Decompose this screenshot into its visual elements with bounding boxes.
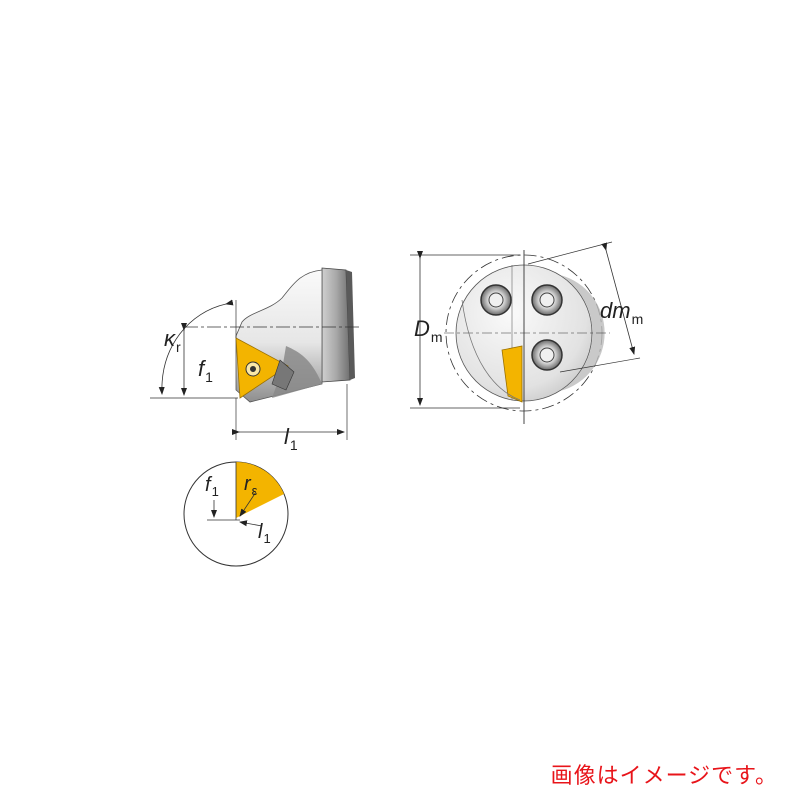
- front-view: Dm dmm: [410, 241, 643, 424]
- dm-big-label: Dm: [414, 316, 443, 345]
- tip-detail-view: f1 rε l1: [183, 461, 289, 567]
- kappa-r-angle-arc: [158, 299, 234, 395]
- holder-flange-groove: [346, 270, 355, 380]
- detail-r-arrow: [239, 491, 257, 517]
- l1-label: l1: [284, 424, 298, 453]
- front-insert: [501, 345, 523, 403]
- face-shadow: [560, 275, 605, 391]
- image-disclaimer-caption: 画像はイメージです。: [550, 764, 778, 789]
- detail-l1-label: l1: [258, 521, 271, 546]
- dm-small-dimension-arrow: [601, 242, 636, 355]
- dm-small-label: dmm: [600, 298, 643, 327]
- insert-screw-center: [250, 366, 256, 372]
- f1-label: f1: [198, 356, 213, 385]
- side-view: f1 κr l1: [150, 267, 362, 453]
- mount-hole-bottom-right: [531, 339, 563, 371]
- kappa-r-label: κr: [164, 326, 181, 355]
- detail-l1-arrow: [239, 520, 263, 527]
- detail-r-label: rε: [244, 473, 258, 498]
- dm-small-extension-bottom: [559, 357, 641, 373]
- detail-f1-label: f1: [205, 474, 219, 499]
- clamp-wedge: [271, 359, 295, 391]
- mount-hole-top-right: [531, 284, 563, 316]
- dm-small-extension-top: [527, 241, 613, 265]
- face-contour: [461, 299, 521, 401]
- cutting-insert: [235, 337, 289, 399]
- mount-hole-top-left: [480, 284, 512, 316]
- holder-flange: [321, 267, 351, 383]
